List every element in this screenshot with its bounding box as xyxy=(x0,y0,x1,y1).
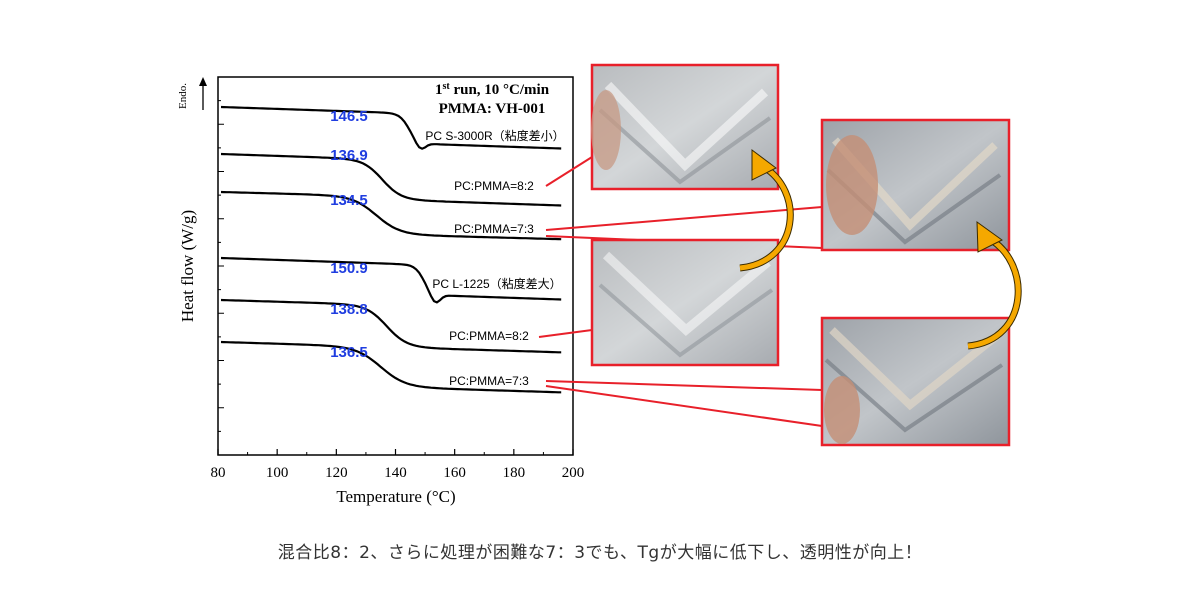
series-label-l1225-73: PC:PMMA=7:3 xyxy=(449,374,529,388)
x-tick-label: 180 xyxy=(503,465,526,481)
series-label-s3000r: PC S-3000R（粘度差小） xyxy=(425,128,564,143)
dsc-curve-1 xyxy=(220,105,562,150)
photo-l1225-82 xyxy=(590,238,780,367)
series-label-s3000r-73: PC:PMMA=7:3 xyxy=(454,222,534,236)
dsc-curve-3 xyxy=(220,190,562,241)
x-axis-tick-labels: 80 100 120 140 160 180 200 xyxy=(211,465,585,481)
tg-label-l1225: 150.9 xyxy=(330,260,368,277)
dsc-curve-4 xyxy=(220,256,562,304)
chart-title-line2: PMMA: VH-001 xyxy=(439,101,546,117)
figure-caption: 混合比8：2、さらに処理が困難な7：3でも、Tgが大幅に低下し、透明性が向上！ xyxy=(277,543,923,563)
x-tick-label: 80 xyxy=(211,465,226,481)
tg-label-l1225-73: 136.5 xyxy=(330,344,368,361)
tg-label-l1225-82: 138.8 xyxy=(330,301,368,318)
dsc-curves xyxy=(220,105,562,394)
endo-arrow-icon xyxy=(199,77,207,110)
y-axis-ticks xyxy=(218,100,224,432)
series-label-s3000r-82: PC:PMMA=8:2 xyxy=(454,179,534,193)
x-tick-label: 160 xyxy=(443,465,466,481)
y-axis-label: Heat flow (W/g) xyxy=(178,210,197,322)
tg-label-s3000r: 146.5 xyxy=(330,108,368,125)
series-label-l1225: PC L-1225（粘度差大） xyxy=(432,276,561,291)
x-axis-ticks xyxy=(217,449,574,455)
orange-arrow-left xyxy=(739,149,794,272)
photo-s3000r-82 xyxy=(590,63,780,191)
photo-l1225-73 xyxy=(820,316,1011,447)
x-tick-label: 140 xyxy=(384,465,407,481)
chart-title-line1: 1st run, 10 °C/min xyxy=(435,81,550,99)
orange-arrow-right xyxy=(967,220,1022,350)
endo-label: Endo. xyxy=(177,83,189,109)
x-axis-label: Temperature (°C) xyxy=(336,487,455,506)
dsc-curve-6 xyxy=(220,340,562,394)
dsc-curve-2 xyxy=(220,152,562,207)
x-tick-label: 120 xyxy=(325,465,348,481)
x-tick-label: 200 xyxy=(562,465,585,481)
series-label-l1225-82: PC:PMMA=8:2 xyxy=(449,329,529,343)
x-tick-label: 100 xyxy=(266,465,289,481)
tg-label-s3000r-82: 136.9 xyxy=(330,147,368,164)
dsc-curve-5 xyxy=(220,298,562,354)
tg-label-s3000r-73: 134.5 xyxy=(330,192,368,209)
